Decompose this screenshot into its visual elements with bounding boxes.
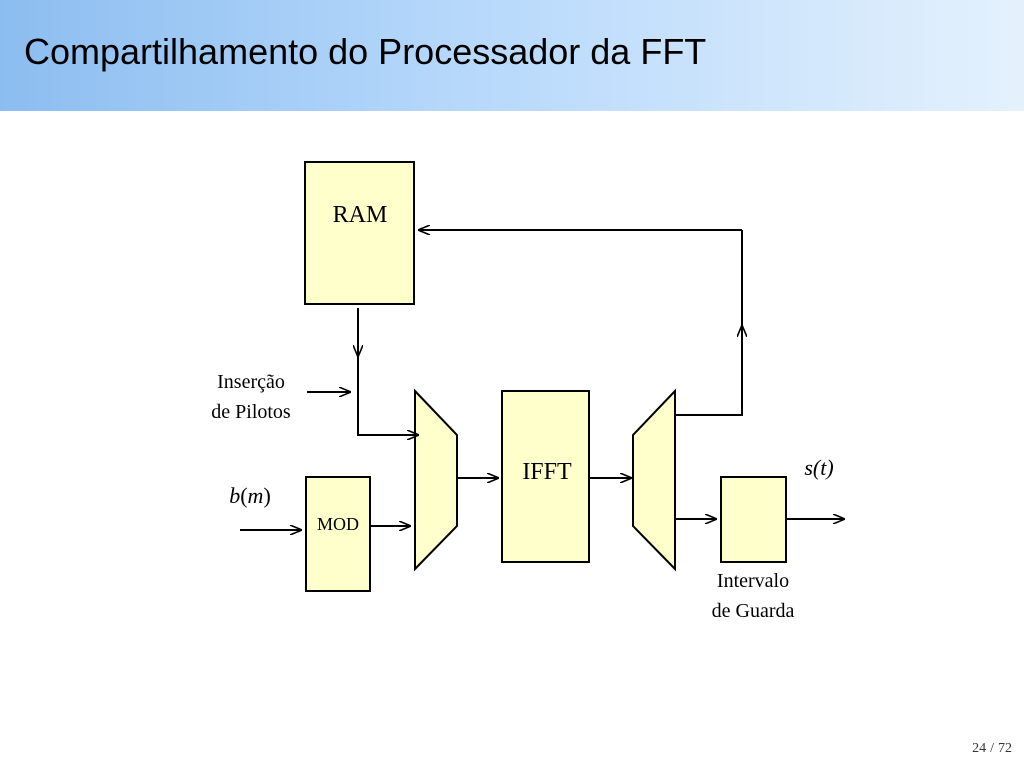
page-total: 72 <box>998 741 1012 756</box>
guard-interval-label-line1: Intervalo <box>717 570 789 592</box>
guard-interval-label-line2: de Guarda <box>712 600 795 622</box>
input-signal-label: b(m) <box>229 483 271 508</box>
pilot-insertion-label-line1: Inserção <box>217 371 285 393</box>
demux-to-feedback-arrow <box>675 326 742 416</box>
pilot-insertion-label-line2: de Pilotos <box>211 401 291 423</box>
mod-block <box>305 476 371 592</box>
ifft-label: IFFT <box>522 459 572 485</box>
mod-label: MOD <box>317 514 359 534</box>
output-signal-index: t <box>820 455 827 480</box>
input-signal-index: m <box>248 483 264 508</box>
ram-block <box>304 161 415 305</box>
ifft-block <box>501 390 590 563</box>
page-separator: / <box>990 741 994 756</box>
guard-interval-block <box>720 476 787 563</box>
ram-label: RAM <box>333 202 388 228</box>
demultiplexer-block <box>632 388 676 572</box>
page-current: 24 <box>972 741 987 756</box>
ram-to-mux-arrow <box>357 356 418 435</box>
multiplexer-block <box>414 388 458 572</box>
output-signal-label: s(t) <box>804 455 833 480</box>
input-signal-symbol: b <box>229 483 240 508</box>
title-bar: Compartilhamento do Processador da FFT <box>0 0 1024 111</box>
slide-title: Compartilhamento do Processador da FFT <box>24 31 707 72</box>
output-signal-symbol: s <box>804 455 813 480</box>
page-number: 24/ 72 <box>972 741 1012 757</box>
